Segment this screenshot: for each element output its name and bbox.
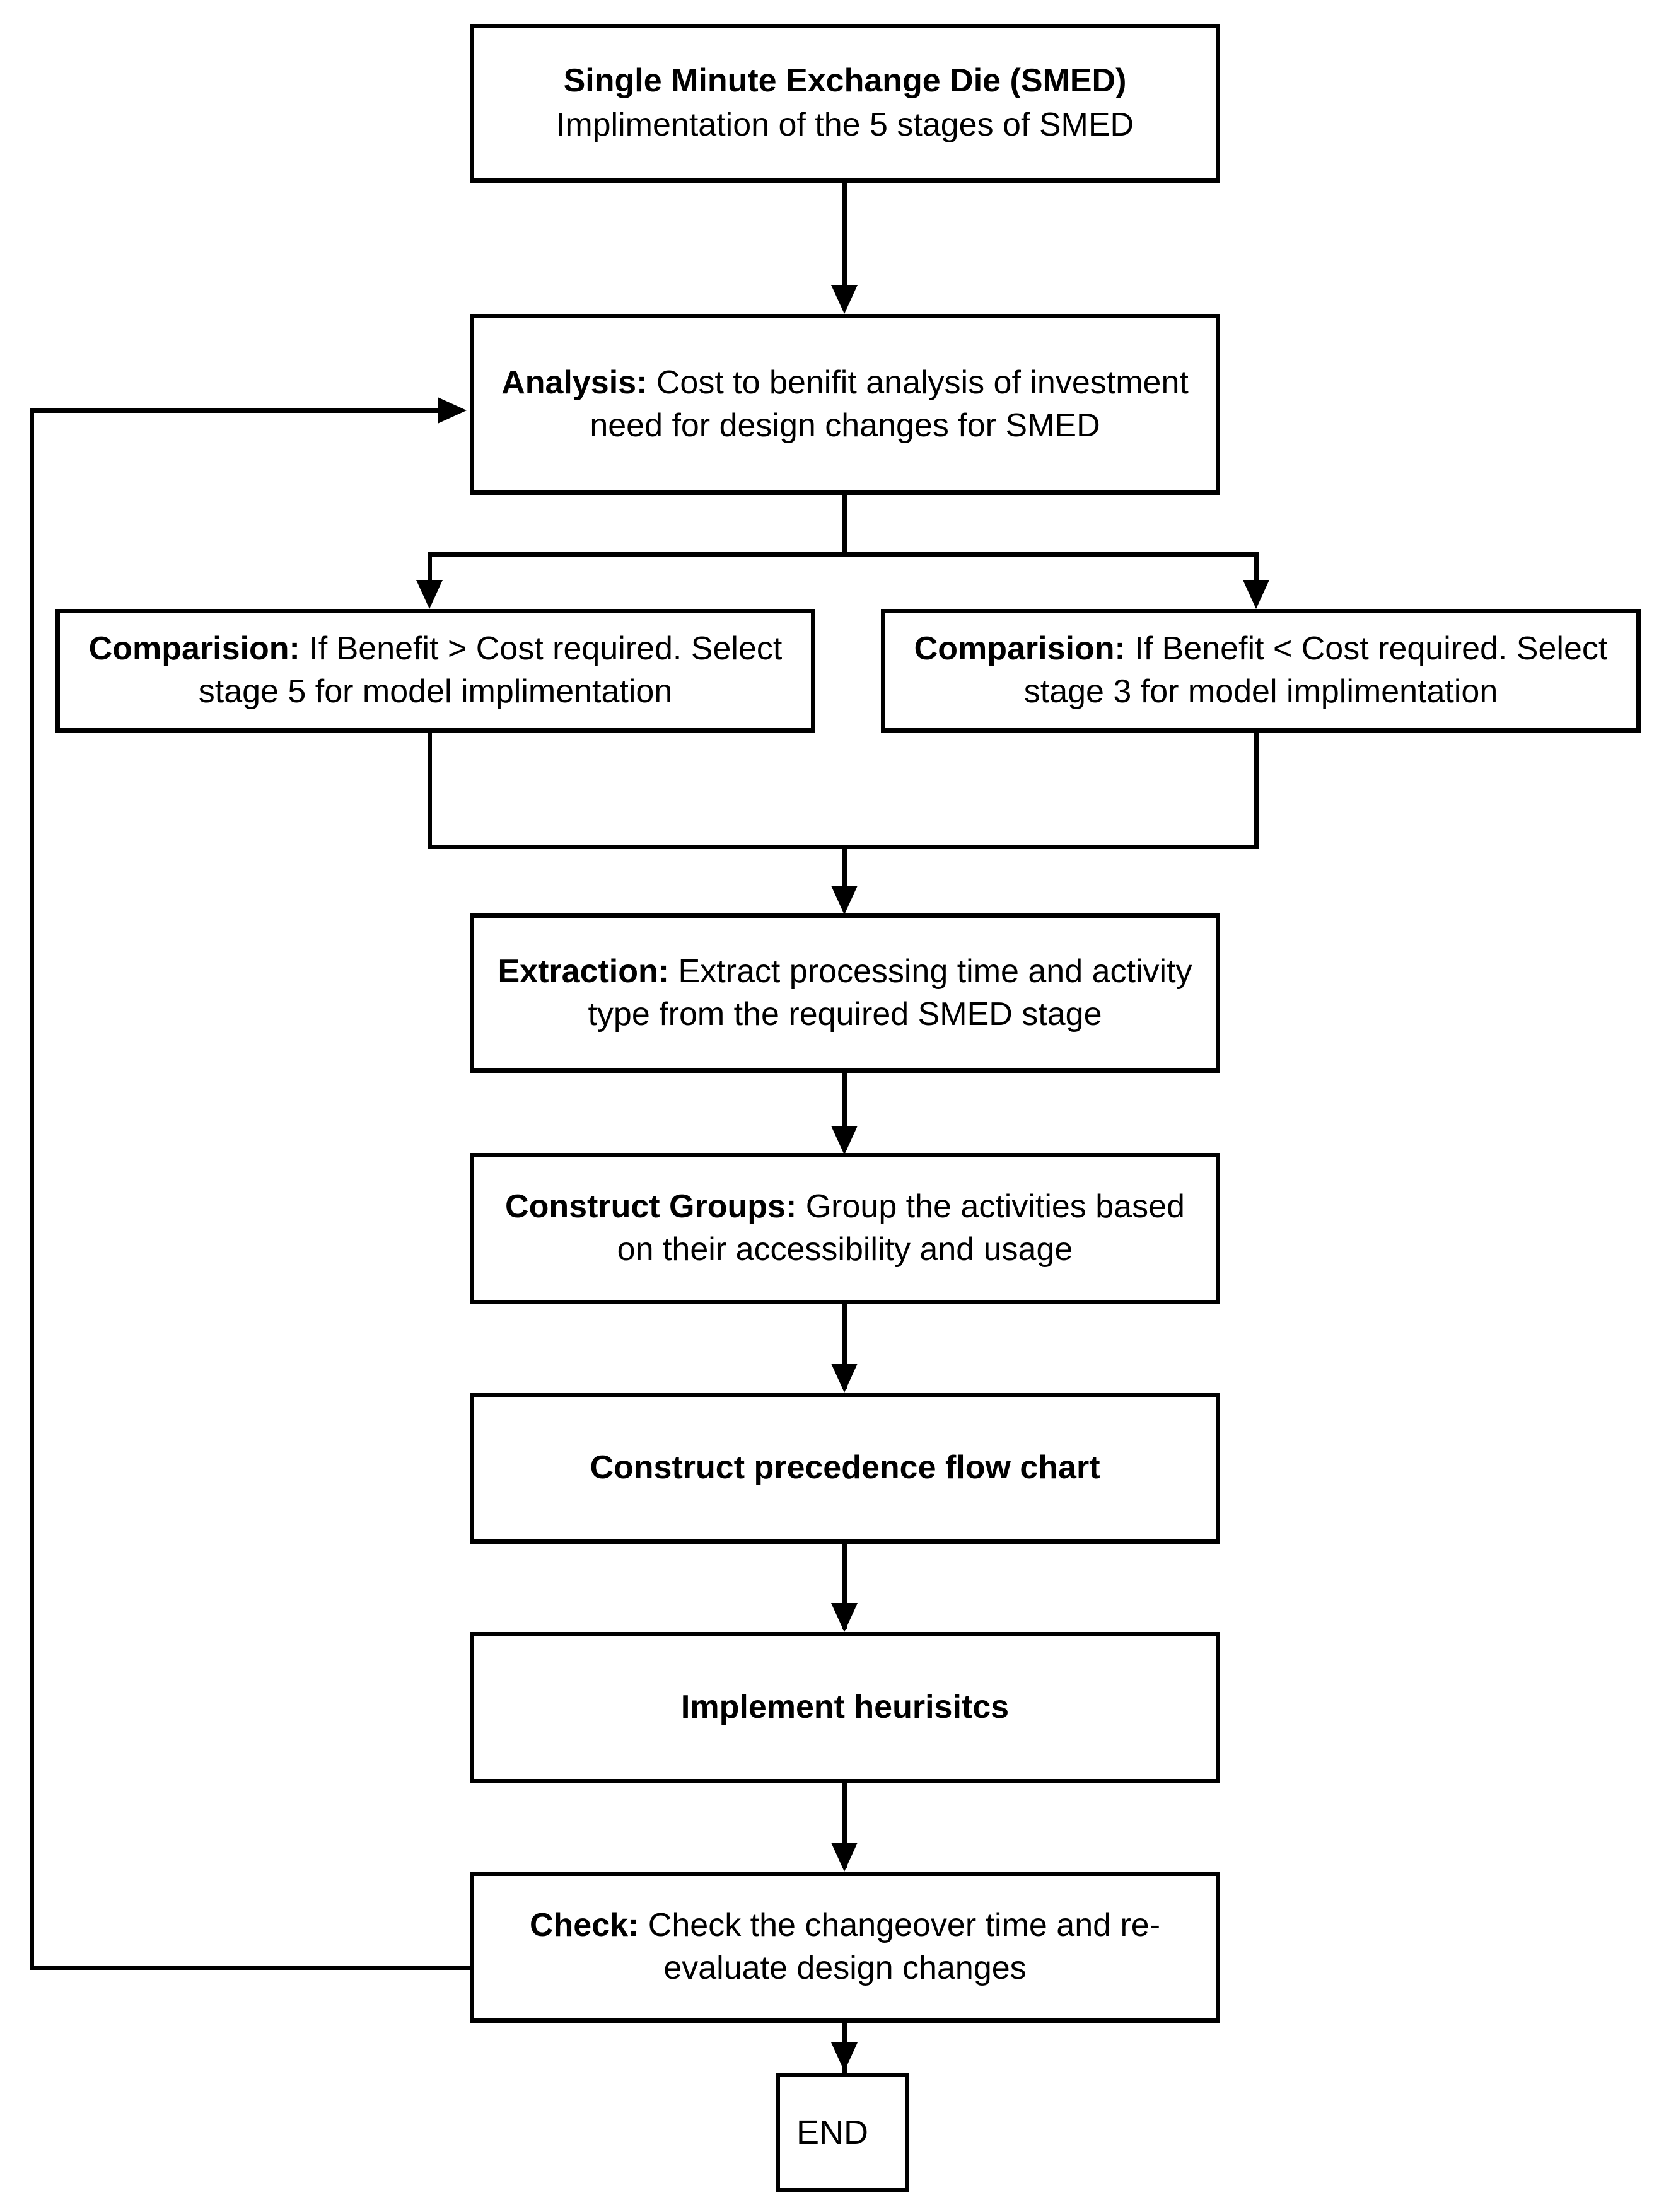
node-implement-heuristics-label: Implement heurisitcs: [680, 1689, 1010, 1726]
node-end-label: END: [796, 2113, 869, 2151]
edge-feedback-left-riser: [30, 408, 34, 1970]
node-implement-heuristics-text: Implement heurisitcs: [491, 1686, 1199, 1729]
node-comparison-benefit-less[interactable]: Comparision: If Benefit < Cost required.…: [881, 609, 1641, 733]
edge-groups-to-precedence-line: [842, 1304, 847, 1389]
node-check-label: Check:: [529, 1907, 639, 1944]
node-check[interactable]: Check: Check the changeover time and re-…: [470, 1872, 1220, 2023]
node-construct-groups-text: Construct Groups: Group the activities b…: [491, 1186, 1199, 1271]
node-comparison-benefit-greater[interactable]: Comparision: If Benefit > Cost required.…: [55, 609, 815, 733]
edge-comparison-right-merge-stem: [1254, 733, 1259, 849]
edge-extraction-to-groups-arrowhead: [831, 1126, 858, 1155]
edge-check-to-end-arrowhead: [831, 2042, 858, 2071]
node-extraction-text: Extraction: Extract processing time and …: [491, 951, 1199, 1036]
edge-feedback-bottom-segment: [30, 1966, 474, 1970]
node-check-body: Check the changeover time and re-evaluat…: [639, 1907, 1161, 1986]
node-comparison-benefit-greater-label: Comparision:: [88, 630, 300, 668]
node-comparison-benefit-less-body: If Benefit < Cost required. Select stage…: [1023, 630, 1608, 710]
node-check-text: Check: Check the changeover time and re-…: [491, 1904, 1199, 1989]
edge-analysis-split-left-drop: [428, 552, 432, 601]
node-analysis-label: Analysis:: [501, 364, 648, 401]
edge-heuristics-to-check-line: [842, 1783, 847, 1868]
node-precedence-flow-chart-label: Construct precedence flow chart: [590, 1449, 1100, 1486]
node-extraction-label: Extraction:: [498, 953, 670, 990]
node-smed-start[interactable]: Single Minute Exchange Die (SMED) Implim…: [470, 24, 1220, 183]
node-construct-groups-label: Construct Groups:: [505, 1188, 797, 1225]
edge-feedback-top-segment: [30, 408, 441, 413]
node-analysis-body: Cost to benifit analysis of investment n…: [590, 364, 1189, 444]
edge-analysis-split-bar: [428, 552, 1259, 557]
node-smed-start-line2: Implimentation of the 5 stages of SMED: [556, 107, 1134, 143]
node-precedence-flow-chart[interactable]: Construct precedence flow chart: [470, 1393, 1220, 1544]
node-comparison-benefit-greater-text: Comparision: If Benefit > Cost required.…: [76, 628, 795, 713]
node-construct-groups-body: Group the activities based on their acce…: [617, 1188, 1185, 1268]
node-comparison-benefit-greater-body: If Benefit > Cost required. Select stage…: [198, 630, 783, 710]
node-comparison-benefit-less-text: Comparision: If Benefit < Cost required.…: [902, 628, 1620, 713]
edge-feedback-to-analysis-arrowhead: [438, 397, 467, 424]
node-construct-groups[interactable]: Construct Groups: Group the activities b…: [470, 1153, 1220, 1304]
node-extraction[interactable]: Extraction: Extract processing time and …: [470, 913, 1220, 1073]
edge-analysis-to-comparison-right-arrowhead: [1243, 580, 1269, 609]
edge-analysis-split-right-drop: [1254, 552, 1259, 601]
edge-start-to-analysis-line: [842, 183, 847, 306]
edge-extraction-to-groups-line: [842, 1073, 847, 1150]
edge-precedence-to-heuristics-line: [842, 1544, 847, 1629]
node-smed-start-line1: Single Minute Exchange Die (SMED): [563, 62, 1127, 100]
edge-comparison-left-merge-stem: [428, 733, 432, 849]
edge-start-to-analysis-arrowhead: [831, 285, 858, 314]
edge-analysis-to-comparison-left-arrowhead: [416, 580, 443, 609]
edge-groups-to-precedence-arrowhead: [831, 1364, 858, 1393]
edge-analysis-split-stem: [842, 495, 847, 557]
edge-merge-to-extraction-arrowhead: [831, 886, 858, 915]
edge-heuristics-to-check-arrowhead: [831, 1843, 858, 1872]
node-analysis-text: Analysis: Cost to benifit analysis of in…: [491, 362, 1199, 447]
node-implement-heuristics[interactable]: Implement heurisitcs: [470, 1632, 1220, 1783]
node-comparison-benefit-less-label: Comparision:: [914, 630, 1126, 668]
node-precedence-flow-chart-text: Construct precedence flow chart: [491, 1447, 1199, 1490]
node-analysis[interactable]: Analysis: Cost to benifit analysis of in…: [470, 314, 1220, 495]
node-extraction-body: Extract processing time and activity typ…: [588, 953, 1192, 1033]
edge-precedence-to-heuristics-arrowhead: [831, 1603, 858, 1632]
edge-merge-to-extraction-stem: [842, 845, 847, 906]
node-end[interactable]: END: [776, 2073, 909, 2192]
